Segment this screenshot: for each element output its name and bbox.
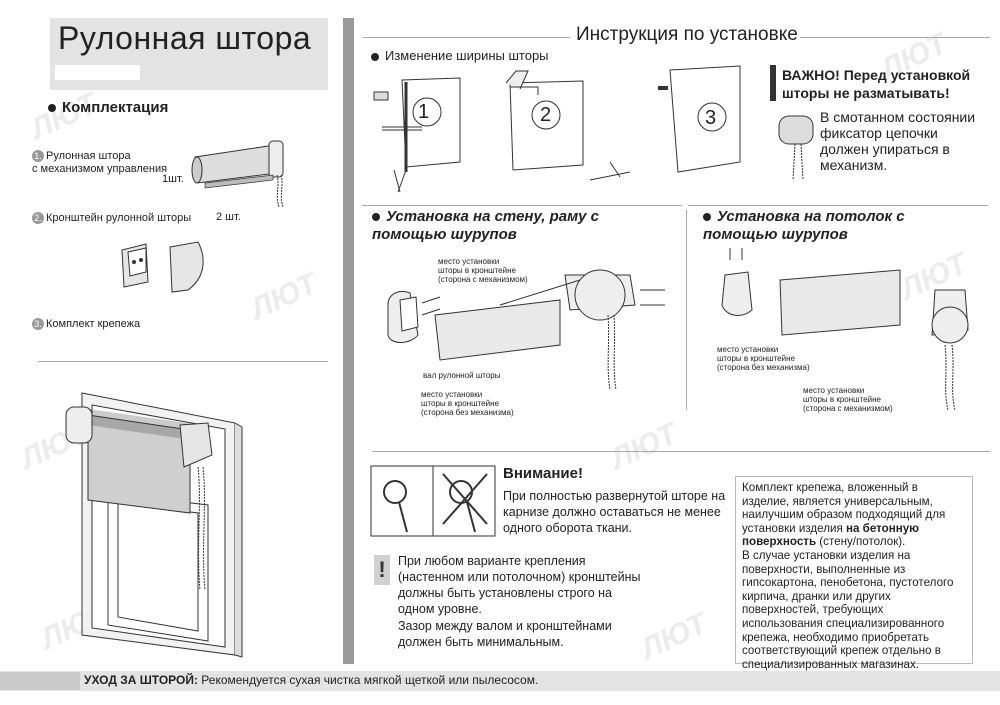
divider (372, 451, 990, 452)
divider (363, 37, 570, 38)
exclamation-icon: ! (374, 555, 390, 585)
bullet-icon (48, 104, 56, 113)
step-number: 1 (418, 101, 430, 123)
care-note: УХОД ЗА ШТОРОЙ: Рекомендуется сухая чист… (84, 673, 538, 687)
item-number: 1. (32, 150, 44, 163)
divider (362, 205, 682, 206)
fasteners-text: В случае установки изделия на поверхност… (742, 548, 954, 671)
bracket-illustration (121, 241, 204, 293)
kit-item-2-text: Кронштейн рулонной шторы (46, 212, 192, 224)
column-divider (343, 18, 354, 664)
divider (688, 205, 988, 206)
kit-item-2-qty: 2 шт. (216, 211, 241, 223)
divider (686, 210, 687, 410)
bullet-icon (371, 52, 379, 61)
fabric-turn-illustration (370, 465, 496, 537)
important-title: ВАЖНО! Перед установкой шторы не разматы… (782, 67, 971, 101)
step-2-illustration (505, 70, 584, 171)
attention-text: При полностью развернутой шторе на карни… (503, 489, 726, 535)
care-label: УХОД ЗА ШТОРОЙ: (84, 673, 198, 687)
level-note: При любом варианте крепления (настенном … (398, 554, 641, 616)
divider (800, 37, 990, 38)
watermark: ЛЮТ (606, 417, 683, 477)
watermark: ЛЮТ (246, 267, 323, 327)
important-marker (770, 65, 776, 101)
attention-title: Внимание! (503, 465, 583, 482)
bullet-icon (372, 213, 380, 222)
watermark: ЛЮТ (26, 87, 103, 147)
step-number: 2 (540, 104, 552, 126)
wall-label-shaft: вал рулонной шторы (423, 371, 501, 380)
window-with-blind-illustration (65, 392, 243, 658)
kit-item-1: 1.Рулонная штора с механизмом управления (32, 150, 192, 176)
kit-item-3: 3.Комплект крепежа (32, 318, 202, 331)
kit-item-1-text: Рулонная штора с механизмом управления (32, 150, 168, 175)
ceiling-heading: Установка на потолок с помощью шурупов (703, 208, 905, 243)
width-change-heading: Изменение ширины шторы (371, 48, 549, 63)
ceiling-mount-illustration (721, 248, 969, 411)
step-1-illustration (373, 77, 461, 193)
title-accent (55, 65, 140, 80)
wall-heading: Установка на стену, раму с помощью шуруп… (372, 208, 600, 243)
item-number: 2. (32, 212, 44, 225)
fasteners-text: (стену/потолок). (816, 535, 906, 549)
important-text: В смотанном состоянии фиксатор цепочки д… (820, 109, 976, 173)
care-bar (0, 671, 1000, 691)
kit-item-2: 2.Кронштейн рулонной шторы (32, 212, 202, 225)
bullet-icon (703, 213, 711, 222)
kit-heading: Комплектация (48, 99, 168, 116)
wall-mount-illustration (387, 269, 665, 391)
fasteners-text: Комплект крепежа, вложенный в изделие, я… (742, 481, 946, 535)
divider (38, 361, 328, 362)
ceiling-label-mech: место установки шторы в кронштейне (стор… (803, 386, 893, 413)
gap-note: Зазор между валом и кронштейнами должен … (398, 619, 612, 649)
step-number: 3 (705, 107, 717, 129)
care-text: Рекомендуется сухая чистка мягкой щеткой… (197, 673, 539, 687)
item-number: 3. (32, 318, 44, 331)
roller-blind-illustration (191, 140, 284, 208)
wall-label-nomech: место установки шторы в кронштейне (стор… (421, 390, 514, 417)
wall-label-mech: место установки шторы в кронштейне (стор… (438, 257, 528, 284)
kit-item-1-qty: 1шт. (162, 173, 184, 185)
chain-lock-illustration (778, 115, 814, 181)
fasteners-bold: на бетонную поверхность (742, 521, 920, 549)
kit-item-3-text: Комплект крепежа (46, 318, 141, 330)
fasteners-note: Комплект крепежа, вложенный в изделие, я… (735, 476, 973, 671)
instructions-heading: Инструкция по установке (576, 24, 798, 45)
ceiling-label-nomech: место установки шторы в кронштейне (стор… (717, 345, 810, 372)
care-bar-accent (0, 672, 80, 690)
step-3-illustration (589, 65, 741, 181)
page-title: Рулонная штора (58, 20, 312, 56)
